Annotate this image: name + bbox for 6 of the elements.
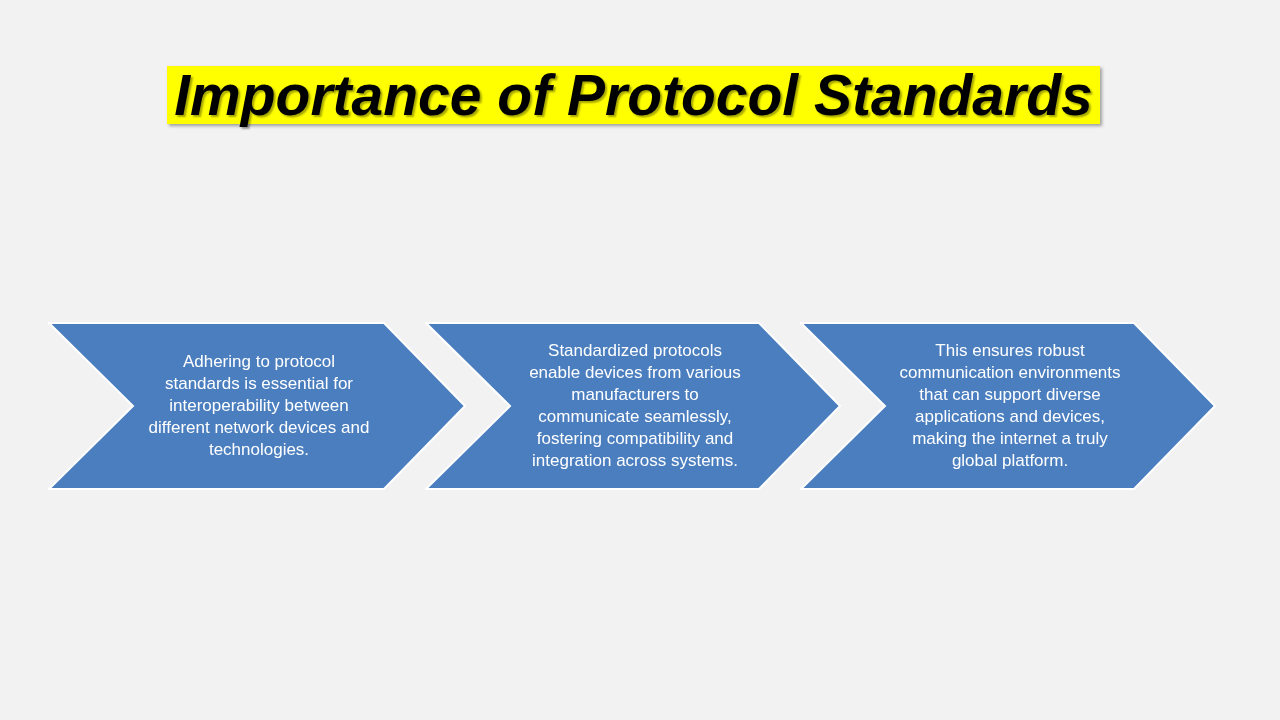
step-text: Adhering to protocol standards is essential for interoperability between different network devices and technologies. xyxy=(147,351,371,461)
chevron-step xyxy=(48,322,466,490)
step-text: Standardized protocols enable devices from various manufacturers to communicate seamlessly, fostering compatibility and integration across systems. xyxy=(528,340,742,472)
chevron-step xyxy=(425,322,841,490)
chevron-step xyxy=(800,322,1216,490)
step-text: This ensures robust communication environments that can support diverse applications and devices, making the internet a truly global platform. xyxy=(898,340,1122,472)
